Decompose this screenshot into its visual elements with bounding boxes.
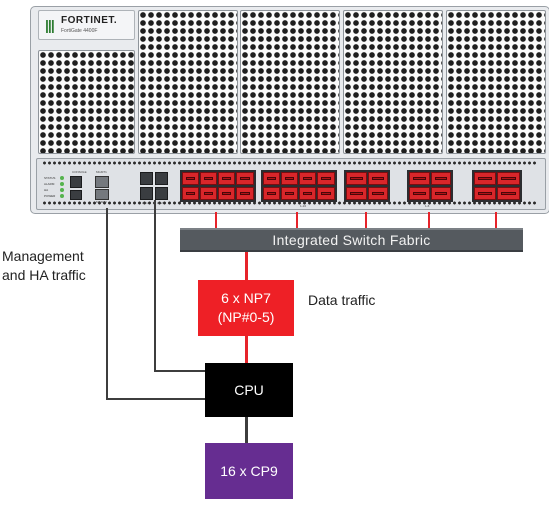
alarm-led-icon [60, 182, 64, 186]
data-port [182, 187, 199, 200]
data-port [236, 187, 254, 200]
fan-grille-5 [446, 10, 546, 154]
console-port [70, 176, 82, 188]
cpu-cp9-link [245, 417, 248, 443]
data-port [431, 187, 451, 200]
ha-link-vertical [154, 200, 156, 372]
ha2-label: HA2 [157, 201, 163, 205]
data-port [409, 187, 430, 200]
data-port [474, 172, 496, 185]
data-port [299, 187, 316, 200]
data-port [497, 172, 520, 185]
data-port [346, 187, 367, 200]
np7-count: 6 x NP7 [221, 290, 271, 306]
status-led-icon [60, 176, 64, 180]
management-label-line1: Management [2, 248, 84, 264]
vent-strip-top [42, 161, 538, 165]
data-link [428, 212, 430, 228]
ha2-port-top [155, 172, 168, 185]
model-name: FortiGate 4400F [61, 28, 98, 34]
data-port [263, 172, 280, 185]
mgmt2-label: MGMT2 [96, 200, 107, 204]
led-label-ha: HA [44, 188, 49, 192]
data-port [218, 187, 235, 200]
data-port [182, 172, 199, 185]
mgmt-link-vertical [106, 208, 108, 400]
ha-link-horizontal [154, 370, 205, 372]
status-leds: STATUS ALARM HA POWER [44, 176, 68, 202]
data-port [200, 187, 217, 200]
power-led-icon [60, 194, 64, 198]
np7-ids: (NP#0-5) [217, 309, 275, 325]
data-port [200, 172, 217, 185]
data-link [365, 212, 367, 228]
fortinet-logo-icon: ||| [45, 17, 55, 33]
data-port [368, 187, 388, 200]
data-port [368, 172, 388, 185]
ha-led-icon [60, 188, 64, 192]
led-label-power: POWER [44, 194, 56, 198]
fan-grille-3 [240, 10, 340, 154]
data-port [317, 187, 335, 200]
data-port [281, 172, 298, 185]
management-label: Management and HA traffic [2, 247, 86, 285]
data-link [296, 212, 298, 228]
data-link [215, 212, 217, 228]
data-port [236, 172, 254, 185]
cpu-block: CPU [205, 363, 293, 417]
data-port [474, 187, 496, 200]
usb-port [70, 190, 82, 200]
port-range-label-2: 1-6 [425, 204, 430, 208]
data-port [218, 172, 235, 185]
vent-strip-bottom [42, 201, 538, 205]
management-label-line2: and HA traffic [2, 267, 86, 283]
data-port [497, 187, 520, 200]
ha1-label: HA1 [142, 201, 148, 205]
data-port [281, 187, 298, 200]
fan-grille-4 [343, 10, 443, 154]
data-traffic-label: Data traffic [308, 292, 376, 308]
ha1-port-top [140, 172, 153, 185]
data-port [299, 172, 316, 185]
data-port [409, 172, 430, 185]
data-port [263, 187, 280, 200]
brand-name: FORTINET. [61, 15, 118, 26]
led-label-alarm: ALARM [44, 182, 55, 186]
mgmt-link-horizontal [106, 398, 205, 400]
data-link [495, 212, 497, 228]
mgmt2-port [95, 189, 109, 200]
ha1-port-bottom [140, 187, 153, 200]
fortinet-logo-panel: ||| FORTINET. FortiGate 4400F [38, 10, 135, 40]
led-label-status: STATUS [44, 176, 56, 180]
console-label: CONSOLE [72, 170, 87, 174]
fan-grille-1 [38, 50, 135, 154]
data-port [431, 172, 451, 185]
cp9-block: 16 x CP9 [205, 443, 293, 499]
integrated-switch-fabric: Integrated Switch Fabric [180, 228, 523, 252]
mgmt1-port [95, 176, 109, 188]
ha2-port-bottom [155, 187, 168, 200]
data-port [317, 172, 335, 185]
port-range-label-1: 1-16 [300, 204, 307, 208]
np7-cpu-link [245, 336, 248, 363]
isf-np7-link [245, 252, 248, 280]
mgmt1-label: MGMT1 [96, 170, 107, 174]
np7-processor: 6 x NP7 (NP#0-5) [198, 280, 294, 336]
data-port [346, 172, 367, 185]
fan-grille-2 [138, 10, 238, 154]
